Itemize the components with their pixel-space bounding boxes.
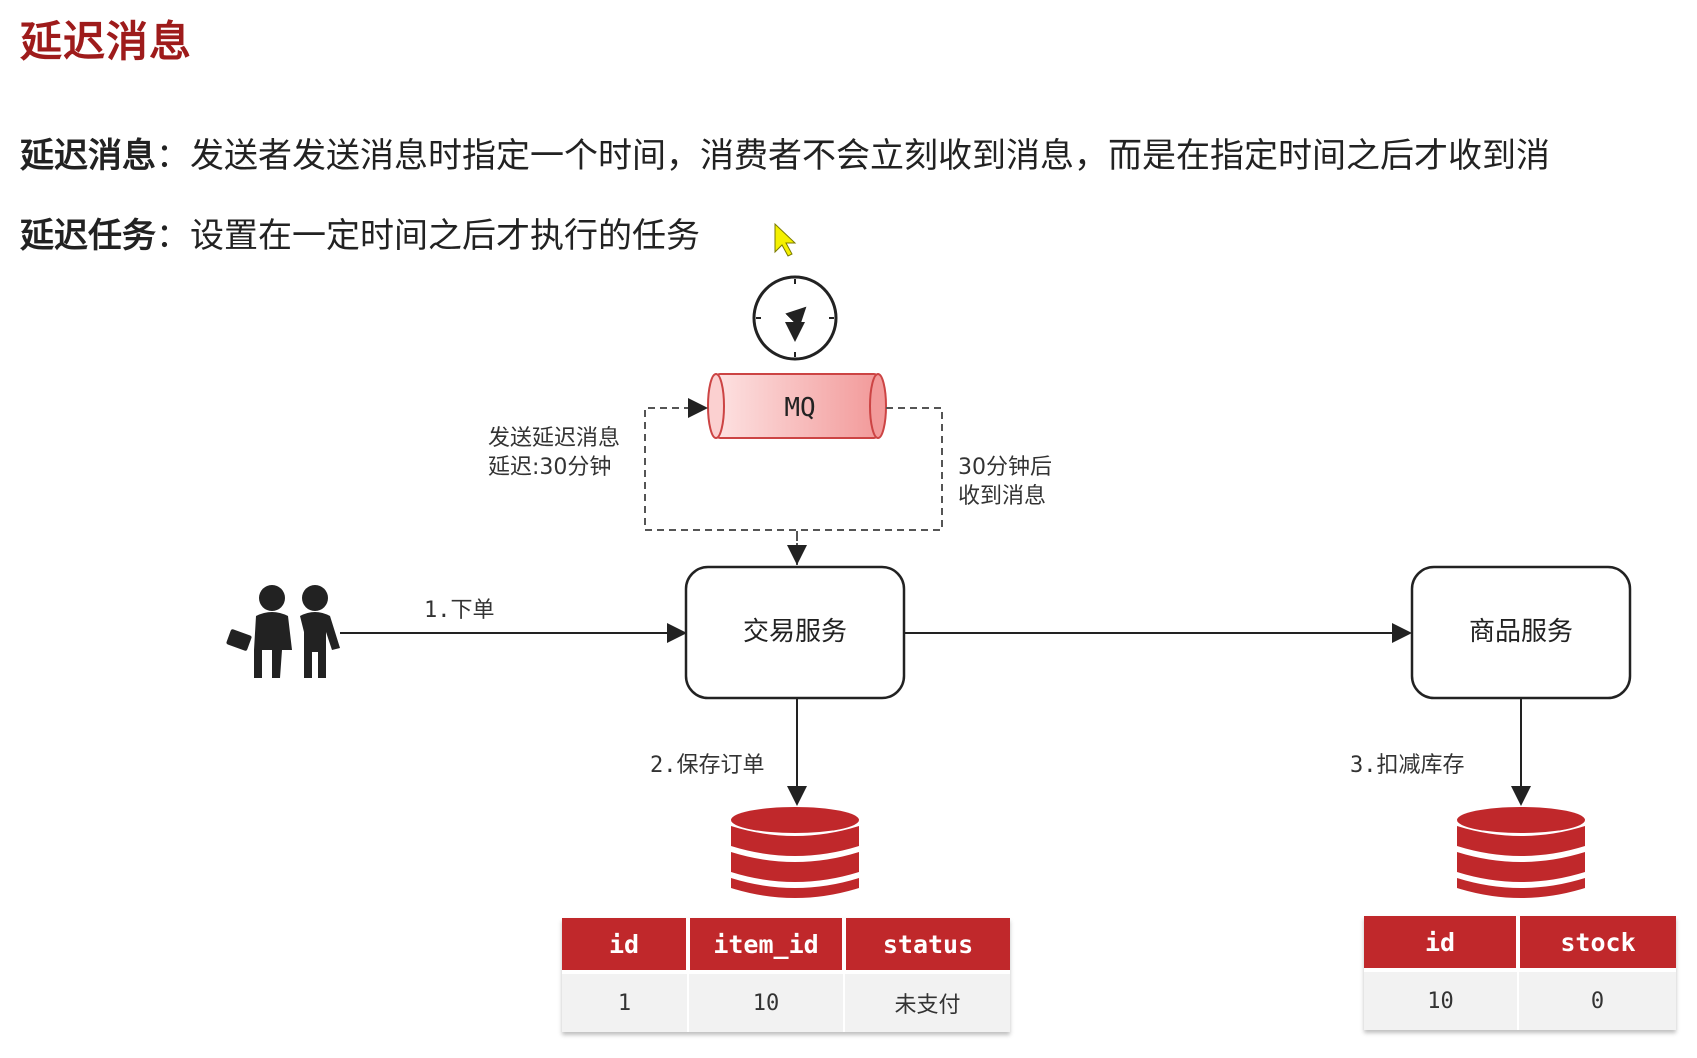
table-row: 10 0 — [1364, 968, 1676, 1030]
after-delay-label: 30分钟后 — [958, 455, 1052, 480]
product-database-icon — [1457, 807, 1585, 898]
table-cell: 1 — [562, 970, 689, 1032]
mq-label: MQ — [784, 393, 815, 423]
definition-delayed-task: 延迟任务：设置在一定时间之后才执行的任务 — [20, 208, 700, 257]
definition-separator: ： — [156, 136, 190, 176]
order-database-icon — [731, 807, 859, 898]
step2-label: 2.保存订单 — [650, 753, 765, 778]
stock-table: id stock 10 0 — [1364, 916, 1676, 1030]
definition-delayed-message: 延迟消息：发送者发送消息时指定一个时间，消费者不会立刻收到消息，而是在指定时间之… — [20, 128, 1550, 177]
receive-message-label: 收到消息 — [958, 484, 1046, 509]
order-table: id item_id status 1 10 未支付 — [562, 918, 1010, 1032]
cursor-icon — [774, 222, 797, 257]
column-header: status — [844, 918, 1010, 972]
table-cell: 10 — [688, 970, 845, 1032]
definition-term: 延迟任务 — [20, 216, 156, 256]
trade-service-label: 交易服务 — [743, 617, 847, 647]
send-delay-label: 发送延迟消息 — [488, 426, 620, 451]
table-header-row: id item_id status — [562, 918, 1010, 972]
definition-term: 延迟消息 — [20, 136, 156, 176]
table-header-row: id stock — [1364, 916, 1676, 970]
column-header: item_id — [688, 918, 846, 972]
clock-icon — [752, 275, 838, 361]
column-header: stock — [1518, 916, 1676, 970]
trade-service-box: 交易服务 — [684, 565, 906, 700]
page-title: 延迟消息 — [20, 17, 193, 66]
delay-loop-connector — [644, 398, 943, 565]
delay-duration-label: 延迟:30分钟 — [488, 455, 611, 480]
table-cell: 未支付 — [844, 970, 1010, 1032]
column-header: id — [562, 918, 690, 972]
definition-separator: ： — [156, 216, 190, 256]
product-service-box: 商品服务 — [1410, 565, 1632, 700]
table-cell: 0 — [1518, 968, 1676, 1030]
table-cell: 10 — [1364, 968, 1519, 1030]
mq-queue: MQ — [707, 373, 887, 439]
step3-label: 3.扣减库存 — [1350, 753, 1465, 778]
step1-label: 1.下单 — [424, 598, 495, 623]
users-icon — [226, 585, 340, 678]
table-row: 1 10 未支付 — [562, 970, 1010, 1032]
definition-text: 设置在一定时间之后才执行的任务 — [190, 216, 700, 256]
definition-text: 发送者发送消息时指定一个时间，消费者不会立刻收到消息，而是在指定时间之后才收到消 — [190, 136, 1550, 176]
column-header: id — [1364, 916, 1520, 970]
product-service-label: 商品服务 — [1469, 617, 1573, 647]
